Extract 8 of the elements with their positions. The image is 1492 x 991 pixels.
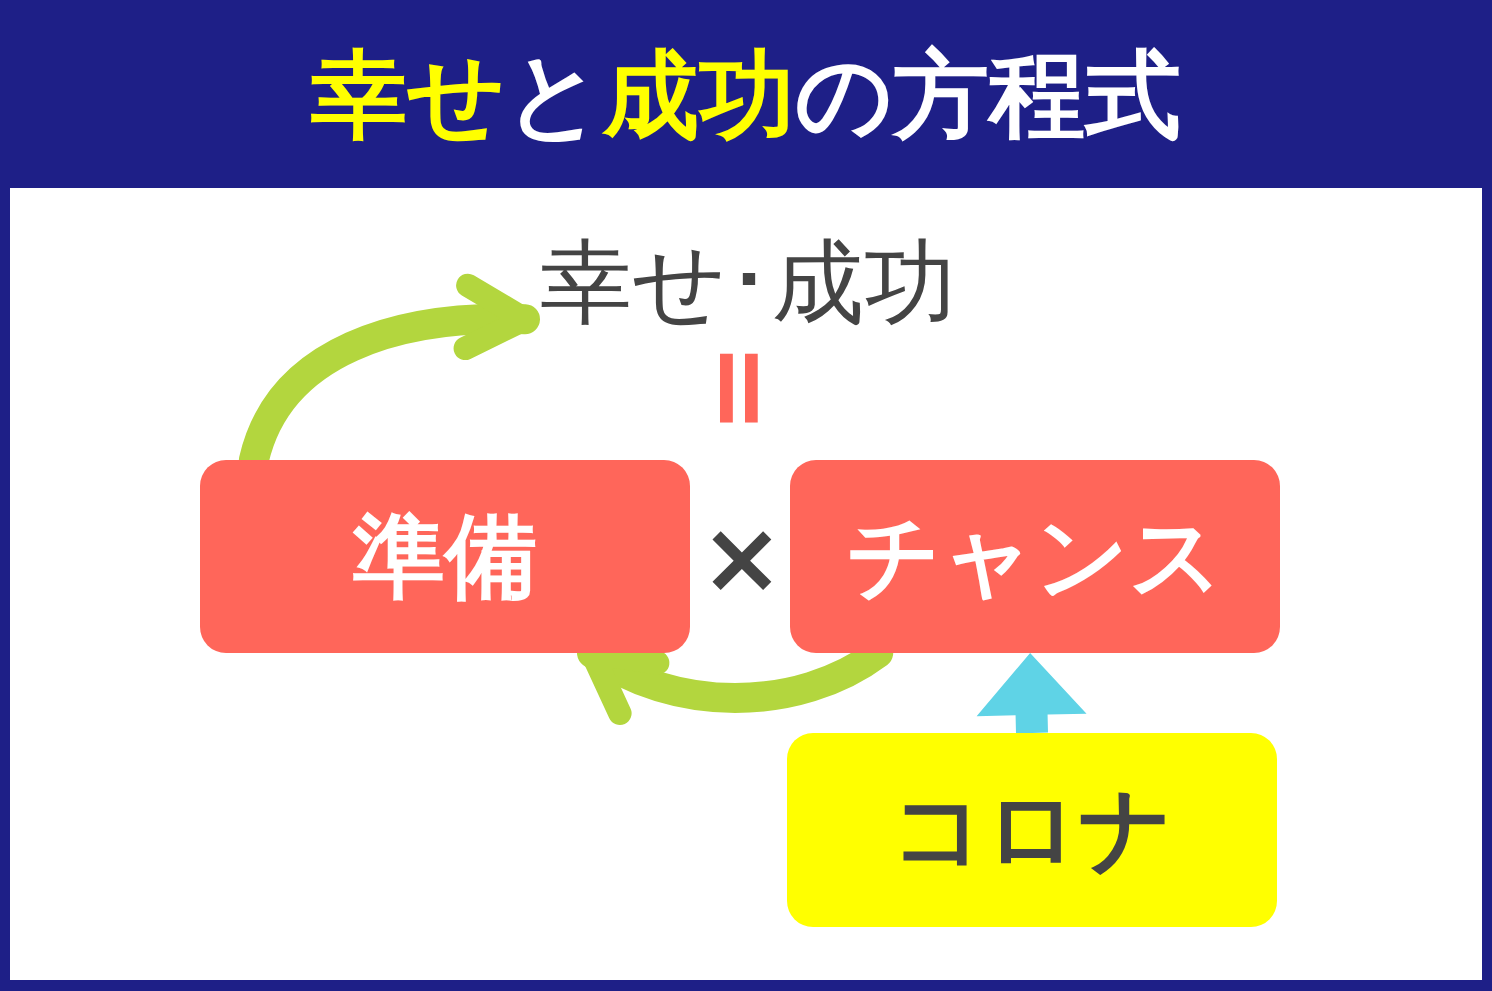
process-box: 準備 xyxy=(200,460,690,653)
title: 幸せと成功の方程式 xyxy=(310,40,1182,150)
result-text: 幸せ･成功 xyxy=(525,230,970,335)
equals-sign: = xyxy=(687,341,797,435)
times-sign: × xyxy=(700,508,784,608)
note-box: コロナ xyxy=(787,733,1277,927)
process-box: チャンス xyxy=(790,460,1280,653)
arrow xyxy=(976,653,1087,734)
